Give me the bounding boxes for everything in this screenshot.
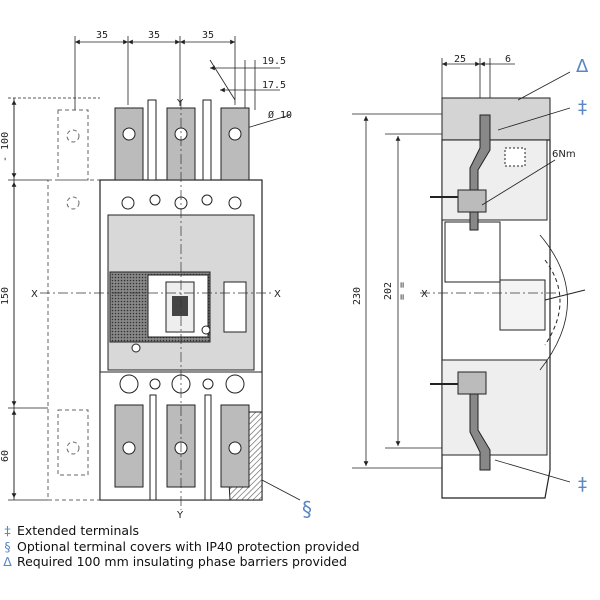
- lower-terminal-nuts: [119, 374, 245, 394]
- dim-top-3: 35: [202, 30, 214, 41]
- ddagger-symbol-bottom: ‡: [578, 474, 587, 495]
- ddagger-symbol-top: ‡: [578, 97, 587, 118]
- dim-top-1: 35: [96, 30, 108, 41]
- side-dim-6: 6: [505, 54, 511, 65]
- front-axis-y-top: Y: [176, 98, 184, 109]
- dim-left-60: 60: [0, 450, 11, 462]
- side-view: 25 6 230 202 = = X 6Nm Δ ‡ ‡: [352, 54, 589, 499]
- legend: ‡ Extended terminals § Optional terminal…: [2, 523, 360, 570]
- side-dim-202: 202: [383, 282, 394, 300]
- lower-terminal-bar: [469, 379, 491, 471]
- dim-hole: Ø 10: [268, 109, 292, 121]
- front-axis-x-right: X: [274, 289, 281, 300]
- rating-label: [223, 281, 247, 333]
- legend-item-extended-terminals: ‡ Extended terminals: [2, 523, 360, 539]
- legend-text: Extended terminals: [16, 523, 140, 538]
- handle-lever: [544, 289, 586, 301]
- side-dim-eq: = =: [397, 282, 408, 300]
- upper-extended-terminals: [114, 99, 250, 181]
- phase-barrier-top: [441, 97, 551, 141]
- legend-symbol-delta: Δ: [3, 554, 12, 569]
- aux-contact: [504, 147, 526, 167]
- lower-extended-terminals: [114, 394, 250, 501]
- dim-19-5: 19.5: [262, 56, 286, 67]
- section-symbol: §: [302, 497, 312, 521]
- side-dim-25: 25: [454, 54, 466, 65]
- dim-left-150: 150: [0, 287, 11, 305]
- legend-symbol-ddagger: ‡: [4, 523, 11, 538]
- upper-clamp: [457, 189, 487, 213]
- cover-screw: [131, 343, 141, 353]
- legend-text: Required 100 mm insulating phase barrier…: [16, 554, 347, 569]
- legend-item-terminal-covers: § Optional terminal covers with IP40 pro…: [2, 538, 360, 555]
- dim-left-100: - 100: [0, 132, 11, 162]
- test-button: [201, 325, 211, 335]
- torque-label: 6Nm: [552, 149, 576, 160]
- mechanism-block: [444, 221, 501, 283]
- handle-housing: [499, 279, 546, 331]
- dim-top-2: 35: [148, 30, 160, 41]
- front-axis-x-left: X: [31, 289, 38, 300]
- handle-outer-arc: [539, 234, 568, 371]
- legend-symbol-section: §: [4, 538, 11, 554]
- phase-barrier-outline: [47, 109, 101, 501]
- front-axis-y-bottom: Y: [176, 510, 184, 521]
- legend-text: Optional terminal covers with IP40 prote…: [16, 538, 360, 554]
- lower-clamp: [457, 371, 487, 395]
- handle-travel-arc: [544, 259, 561, 346]
- side-axis-x: X: [421, 289, 428, 300]
- side-dim-230: 230: [352, 287, 363, 305]
- delta-symbol: Δ: [576, 56, 589, 77]
- handle-grip: [172, 296, 188, 316]
- front-view: 35 35 35 19.5 17.5 Ø 10 - 100 150 60: [0, 30, 312, 521]
- legend-item-phase-barriers: Δ Required 100 mm insulating phase barri…: [2, 554, 360, 570]
- dim-17-5: 17.5: [262, 80, 286, 91]
